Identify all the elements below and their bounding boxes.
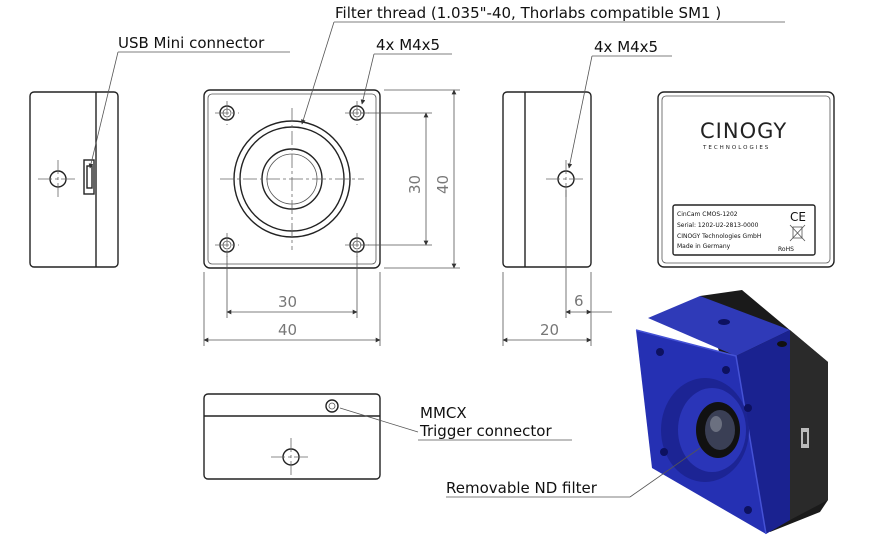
front-vertical-dims: 30 40 — [360, 89, 460, 269]
usb-mini-label-group: USB Mini connector — [88, 34, 290, 169]
camera-3d-render — [635, 290, 828, 535]
brand-subtitle: TECHNOLOGIES — [702, 145, 770, 151]
plate-line3: CINOGY Technologies GmbH — [677, 233, 761, 240]
m4-front-label-group: 4x M4x5 — [360, 36, 452, 105]
front-view — [203, 89, 381, 269]
nd-filter-label: Removable ND filter — [446, 479, 598, 497]
trigger-label: Trigger connector — [419, 422, 552, 440]
dim-front-height-inner: 30 — [406, 175, 424, 194]
dim-front-width-outer: 40 — [278, 321, 297, 339]
m4-side-label: 4x M4x5 — [594, 38, 658, 56]
side-view-usb — [29, 91, 119, 268]
bottom-view — [203, 393, 381, 480]
dim-side-offset: 6 — [574, 292, 584, 310]
dim-side-depth: 20 — [540, 321, 559, 339]
usb-mini-label: USB Mini connector — [118, 34, 265, 52]
ce-mark: CE — [790, 210, 806, 224]
mmcx-label-group: MMCX Trigger connector — [339, 404, 572, 441]
front-horizontal-dims: 30 40 — [203, 253, 381, 346]
dim-front-height-outer: 40 — [434, 175, 452, 194]
filter-thread-label-group: Filter thread (1.035"-40, Thorlabs compa… — [301, 4, 785, 125]
m4-side-label-group: 4x M4x5 — [567, 38, 672, 169]
dim-front-width-inner: 30 — [278, 293, 297, 311]
m4-front-label: 4x M4x5 — [376, 36, 440, 54]
filter-thread-label: Filter thread (1.035"-40, Thorlabs compa… — [335, 4, 721, 22]
nd-filter-label-group: Removable ND filter — [446, 447, 701, 498]
plate-line1: CinCam CMOS-1202 — [677, 211, 738, 218]
weee-bin-icon — [789, 224, 806, 242]
plate-line4: Made in Germany — [677, 243, 731, 250]
mmcx-label: MMCX — [420, 404, 467, 422]
rohs-mark: RoHS — [778, 246, 794, 253]
back-view: CINOGY TECHNOLOGIES CinCam CMOS-1202 Ser… — [657, 91, 835, 268]
brand-logo: CINOGY — [700, 119, 787, 143]
plate-line2: Serial: 1202-U2-2813-0000 — [677, 222, 759, 229]
side-dims: 6 20 — [502, 190, 612, 346]
side-view-right — [502, 91, 592, 268]
